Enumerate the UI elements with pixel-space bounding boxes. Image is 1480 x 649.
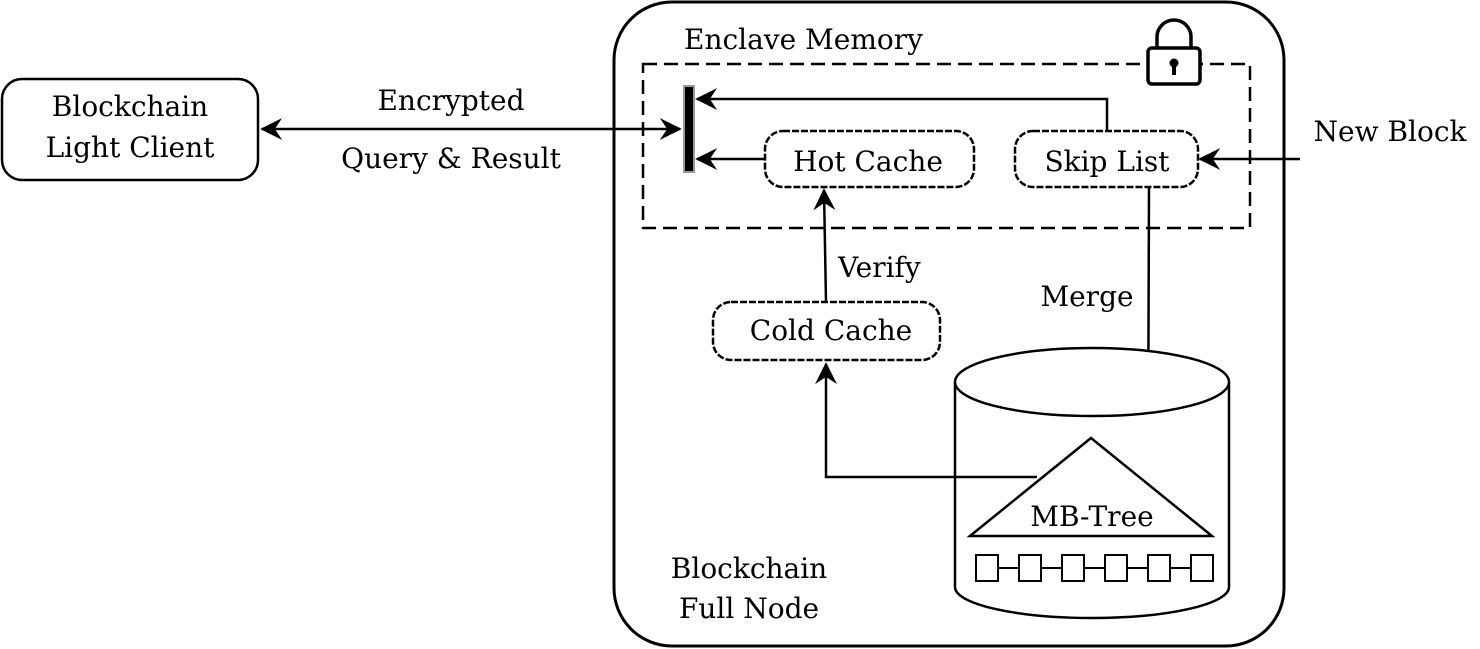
mb-tree-to-cold-cache-arrow: [815, 362, 1037, 479]
leaf-node: [1061, 554, 1085, 582]
cold-cache-label: Cold Cache: [750, 314, 912, 347]
enclave-title: Enclave Memory: [684, 23, 923, 56]
hot-cache-label: Hot Cache: [793, 145, 943, 178]
leaf-node: [1018, 554, 1042, 582]
lock-icon: [1146, 18, 1202, 86]
light-client-label-line1: Blockchain: [52, 90, 208, 123]
leaf-node-chain: [975, 554, 1214, 582]
leaf-node: [1190, 554, 1214, 582]
verify-label: Verify: [837, 251, 921, 284]
full-node-label-line1: Blockchain: [671, 552, 827, 585]
full-node-label-line2: Full Node: [679, 592, 819, 625]
skip-list-to-interface-arrow: [695, 88, 1109, 131]
leaf-node: [975, 554, 999, 582]
full-node-box: [612, 0, 1286, 648]
enclave-interface-bar: [683, 85, 695, 173]
leaf-node: [1104, 554, 1128, 582]
encrypted-label: Encrypted: [377, 84, 524, 117]
leaf-node: [1147, 554, 1171, 582]
enclave-memory-box: [641, 62, 1252, 230]
new-block-label: New Block: [1314, 115, 1468, 148]
mb-tree-triangle: [966, 436, 1216, 538]
skip-list-label: Skip List: [1044, 145, 1170, 178]
merge-label: Merge: [1040, 280, 1133, 313]
verify-arrow: [813, 188, 836, 303]
cold-cache-box: [711, 300, 942, 362]
query-result-label: Query & Result: [341, 142, 561, 175]
light-client-box: [0, 77, 260, 182]
mb-tree-label: MB-Tree: [1030, 500, 1153, 533]
light-client-label-line2: Light Client: [46, 131, 216, 164]
